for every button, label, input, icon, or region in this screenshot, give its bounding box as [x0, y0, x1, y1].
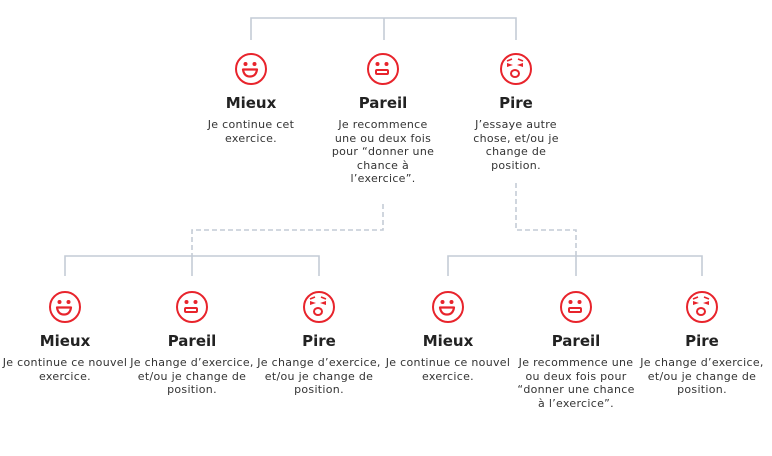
node-top-pire: Pire J’essaye autre chose, et/ou je chan… [451, 53, 581, 172]
outcome-title: Pire [499, 94, 533, 112]
node-bl-pareil: Pareil Je change d’exercice, et/ou je ch… [127, 291, 257, 397]
neutral-face-icon [176, 291, 208, 323]
outcome-title: Pareil [167, 332, 217, 350]
neutral-face-icon [367, 53, 399, 85]
node-bl-pire: Pire Je change d’exercice, et/ou je chan… [254, 291, 384, 397]
outcome-description: Je change d’exercice, et/ou je change de… [640, 356, 764, 396]
happy-face-icon [49, 291, 81, 323]
outcome-description: Je recommence une ou deux fois pour “don… [517, 356, 635, 410]
outcome-title: Mieux [225, 94, 277, 112]
outcome-description: Je continue cet exercice. [207, 118, 295, 145]
outcome-description: Je continue ce nouvel exercice. [385, 356, 511, 383]
node-br-pareil: Pareil Je recommence une ou deux fois po… [511, 291, 641, 410]
outcome-title: Pire [685, 332, 719, 350]
bottom-right-bracket [447, 255, 703, 276]
outcome-description: Je recommence une ou deux fois pour “don… [331, 118, 435, 185]
node-br-mieux: Mieux Je continue ce nouvel exercice. [383, 291, 513, 383]
outcome-title: Mieux [422, 332, 474, 350]
outcome-title: Mieux [39, 332, 91, 350]
node-bl-mieux: Mieux Je continue ce nouvel exercice. [0, 291, 130, 383]
node-top-pareil: Pareil Je recommence une ou deux fois po… [318, 53, 448, 186]
outcome-title: Pareil [551, 332, 601, 350]
dashed-link-pire [515, 183, 577, 256]
outcome-title: Pire [302, 332, 336, 350]
outcome-title: Pareil [358, 94, 408, 112]
outcome-description: Je change d’exercice, et/ou je change de… [257, 356, 381, 396]
distressed-face-icon [500, 53, 532, 85]
node-br-pire: Pire Je change d’exercice, et/ou je chan… [637, 291, 767, 397]
neutral-face-icon [560, 291, 592, 323]
outcome-description: Je change d’exercice, et/ou je change de… [130, 356, 254, 396]
dashed-link-pareil [191, 204, 384, 256]
happy-face-icon [235, 53, 267, 85]
outcome-description: Je continue ce nouvel exercice. [2, 356, 128, 383]
node-top-mieux: Mieux Je continue cet exercice. [186, 53, 316, 145]
outcome-description: J’essaye autre chose, et/ou je change de… [473, 118, 559, 172]
distressed-face-icon [686, 291, 718, 323]
happy-face-icon [432, 291, 464, 323]
distressed-face-icon [303, 291, 335, 323]
